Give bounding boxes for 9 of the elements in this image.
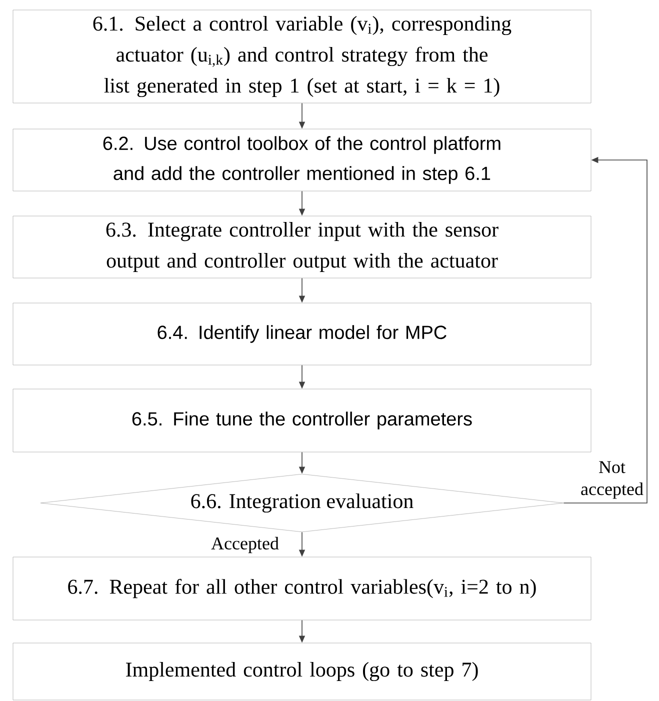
- process-box: 6.7. Repeat for all other control variables(v$_{i}$, i=2 to n): [12, 556, 592, 620]
- process-box: Implemented control loops (go to step 7): [12, 642, 592, 700]
- edge-label: Accepted: [211, 536, 279, 554]
- process-box: 6.4. Identify linear model for MPC: [12, 302, 592, 366]
- process-box: 6.3. Integrate controller input with the sensor output and controller output with the actuator: [12, 216, 592, 278]
- process-box: 6.1. Select a control variable (v$_{i}$), corresponding actuator (u$_{i,k}$) and control strategy from the list generated in step 1 (set at start, i = k = 1): [12, 10, 592, 104]
- edge-label: Not accepted: [581, 461, 644, 499]
- process-box: 6.2. Use control toolbox of the control platform and add the controller mentioned in step 6.1: [12, 128, 592, 192]
- process-box: 6.5. Fine tune the controller parameters: [12, 388, 592, 452]
